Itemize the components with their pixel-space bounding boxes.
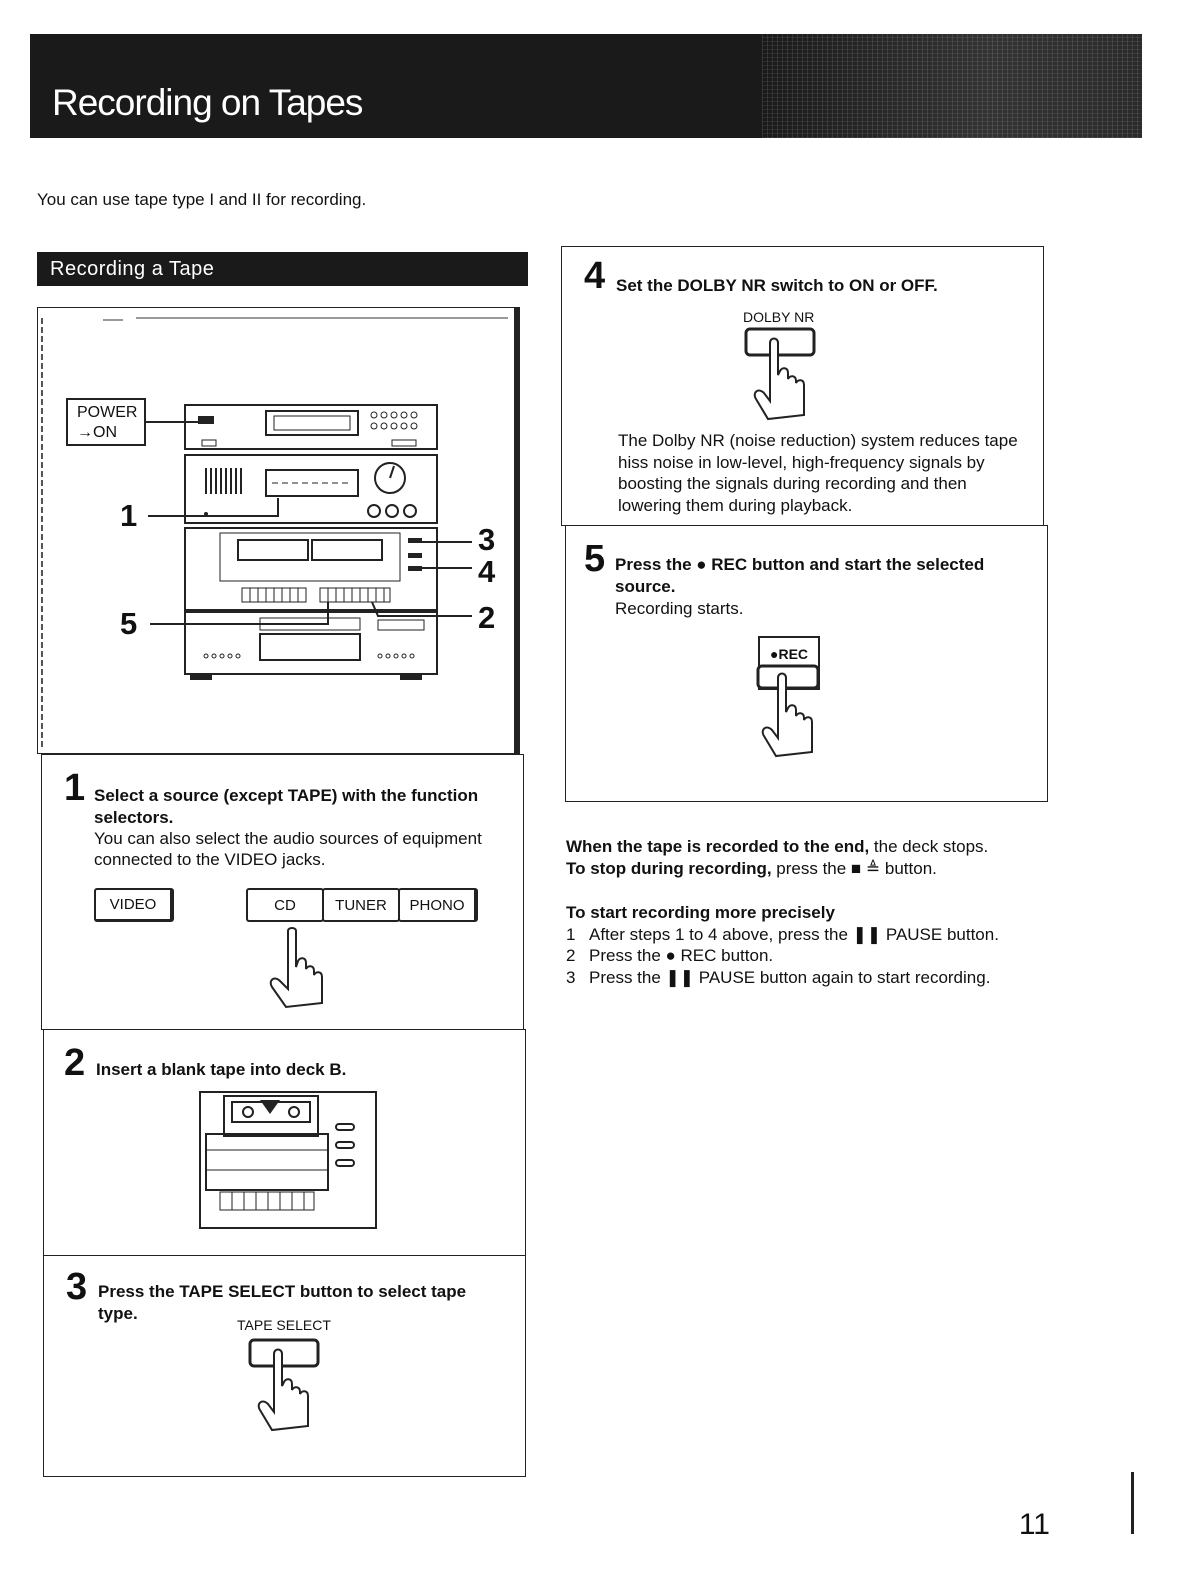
precise-step-3-num: 3 — [566, 968, 576, 987]
precise-step-3-text: Press the ❚❚ PAUSE button again to start… — [589, 968, 991, 987]
note-stop-rest: press the ■ ≜ button. — [771, 859, 937, 878]
precise-step-1-num: 1 — [566, 925, 576, 944]
step-5-panel: 5 Press the ● REC button and start the s… — [565, 525, 1048, 802]
page-edge-mark — [1131, 1472, 1134, 1534]
intro-text: You can use tape type I and II for recor… — [37, 190, 367, 209]
power-on-label: POWER →ON — [66, 398, 146, 446]
precise-step-1-text: After steps 1 to 4 above, press the ❚❚ P… — [589, 925, 999, 944]
step-2-panel: 2 Insert a blank tape into deck B. — [43, 1029, 526, 1256]
step-4-body-line1: The Dolby NR (noise reduction) system re… — [618, 431, 1018, 450]
note-stop-bold: To stop during recording, — [566, 859, 772, 878]
step-1-body-line1: You can also select the audio sources of… — [94, 829, 482, 848]
page-number: 11 — [1018, 1508, 1050, 1541]
step-4-panel: 4 Set the DOLBY NR switch to ON or OFF. … — [561, 246, 1044, 526]
step-4-body-line4: lowering them during playback. — [618, 496, 853, 515]
precise-step-2-num: 2 — [566, 946, 576, 965]
stereo-diagram-panel: POWER →ON 1 3 4 5 2 — [37, 307, 520, 754]
step-3-number: 3 — [66, 1266, 88, 1308]
note-end-of-tape: When the tape is recorded to the end, th… — [566, 836, 988, 858]
precise-step-1: 1 After steps 1 to 4 above, press the ❚❚ … — [566, 924, 999, 946]
rec-button-with-hand[interactable] — [752, 662, 836, 762]
note-stop-recording: To stop during recording, press the ■ ≜ … — [566, 858, 937, 880]
phono-button[interactable]: PHONO — [398, 888, 478, 922]
step-1-body-line2: connected to the VIDEO jacks. — [94, 850, 326, 869]
stereo-system-illustration — [41, 317, 508, 748]
step-4-number: 4 — [584, 255, 606, 297]
precise-heading: To start recording more precisely — [566, 903, 835, 922]
tape-select-label: TAPE SELECT — [237, 1317, 331, 1333]
step-1-heading-line1: Select a source (except TAPE) with the f… — [94, 786, 479, 805]
page-title: Recording on Tapes — [52, 82, 363, 123]
rec-label: ●REC — [770, 646, 809, 662]
precise-step-3: 3 Press the ❚❚ PAUSE button again to star… — [566, 967, 990, 989]
callout-4: 4 — [478, 554, 496, 589]
cd-button[interactable]: CD — [246, 888, 324, 922]
on-label: →ON — [77, 424, 117, 441]
precise-step-2: 2 Press the ● REC button. — [566, 945, 773, 967]
power-label: POWER — [77, 404, 138, 421]
callout-1: 1 — [120, 498, 138, 533]
callout-3: 3 — [478, 522, 496, 557]
precise-step-2-text: Press the ● REC button. — [589, 946, 774, 965]
tape-select-button-with-hand[interactable] — [244, 1336, 328, 1436]
step-4-body-line3: boosting the signals during recording an… — [618, 474, 967, 493]
step-3-heading-line2: type. — [98, 1304, 138, 1323]
step-5-heading-line1: Press the ● REC button and start the sel… — [615, 555, 985, 574]
step-1-number: 1 — [64, 767, 86, 809]
video-button[interactable]: VIDEO — [94, 888, 174, 922]
note-end-rest: the deck stops. — [869, 837, 989, 856]
step-3-heading-line1: Press the TAPE SELECT button to select t… — [98, 1282, 467, 1301]
page-header-bar: Recording on Tapes — [30, 34, 1142, 138]
step-5-body: Recording starts. — [615, 599, 744, 618]
step-5-heading-line2: source. — [615, 577, 676, 596]
step-2-heading: Insert a blank tape into deck B. — [96, 1060, 347, 1079]
step-3-panel: 3 Press the TAPE SELECT button to select… — [43, 1255, 526, 1477]
cassette-deck-illustration — [199, 1091, 377, 1229]
section-title: Recording a Tape — [37, 252, 528, 286]
tuner-button[interactable]: TUNER — [322, 888, 400, 922]
step-2-number: 2 — [64, 1042, 86, 1084]
header-texture — [762, 34, 1142, 138]
callout-2: 2 — [478, 600, 496, 635]
pointing-hand-icon — [269, 927, 323, 1009]
step-4-body-line2: hiss noise in low-level, high-frequency … — [618, 453, 985, 472]
step-1-heading-line2: selectors. — [94, 808, 174, 827]
dolby-nr-switch-with-hand[interactable] — [740, 325, 824, 425]
step-1-panel: 1 Select a source (except TAPE) with the… — [41, 754, 524, 1030]
step-4-heading: Set the DOLBY NR switch to ON or OFF. — [616, 276, 938, 295]
note-end-bold: When the tape is recorded to the end, — [566, 837, 870, 856]
callout-5: 5 — [120, 606, 138, 641]
dolby-nr-label: DOLBY NR — [743, 309, 815, 325]
step-5-number: 5 — [584, 538, 606, 580]
